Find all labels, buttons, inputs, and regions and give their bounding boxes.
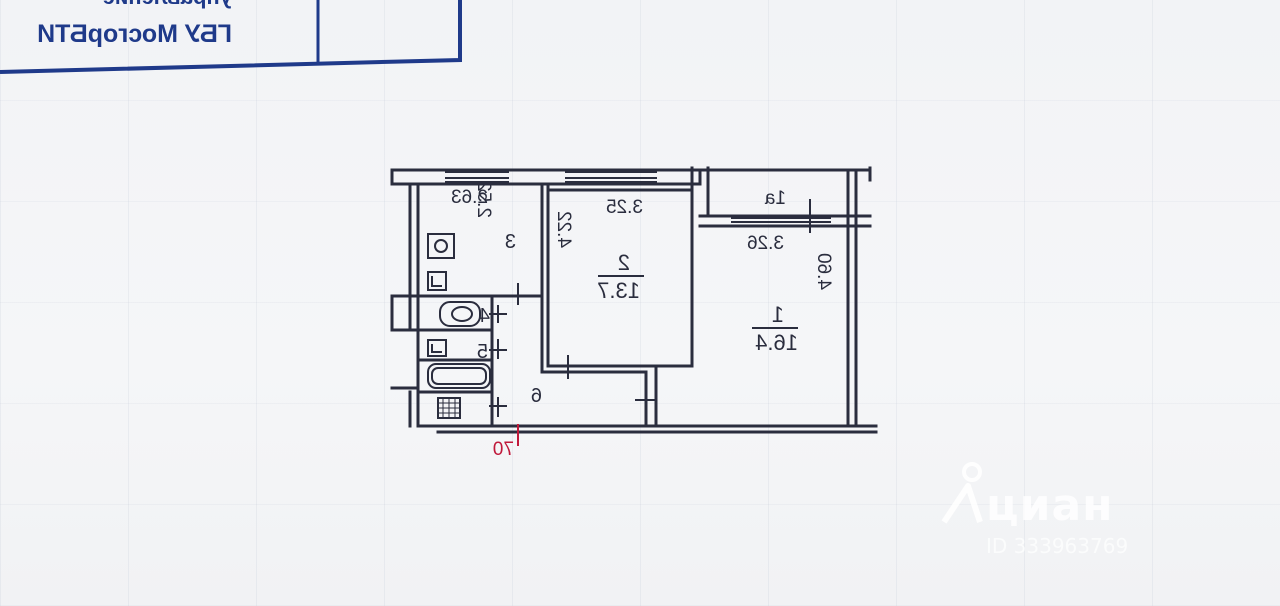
- top-wall-caps: [390, 166, 872, 186]
- room-1-area: 16.4: [755, 330, 798, 355]
- bath-block: [416, 294, 544, 428]
- water-heater-icon: [427, 339, 447, 357]
- cian-logo-icon: [941, 462, 983, 524]
- left-wall-stubs: [390, 294, 420, 390]
- right-wall: [846, 170, 858, 428]
- watermark-id: ID 333963769: [986, 534, 1129, 558]
- room-1-number: 1: [772, 302, 784, 327]
- room-2-area: 13.7: [597, 278, 640, 303]
- room-6-number: 6: [531, 385, 542, 407]
- room6-partition: [644, 364, 658, 428]
- red-annotation: 70: [493, 439, 514, 460]
- sink-icon: [427, 233, 455, 259]
- window-2: [565, 171, 657, 183]
- left-wall-upper: [408, 182, 420, 300]
- room2-walls: [540, 188, 694, 374]
- stamp-partial-text: управление: [103, 0, 232, 9]
- room-labels: 3 2.52 2.63 3.25 4.22 2 13.7: [451, 181, 834, 460]
- room-2-height: 4.22: [553, 211, 574, 248]
- stamp-box: ГБУ МосгорБТИ управление: [0, 0, 462, 74]
- dim-2-63: 2.63: [451, 187, 488, 208]
- room-1a-number: 1a: [764, 188, 786, 209]
- top-wall: [390, 168, 872, 186]
- stamp-org-text: ГБУ МосгорБТИ: [37, 20, 232, 48]
- window-1: [731, 217, 831, 223]
- bathtub-icon: [427, 363, 491, 389]
- walls: [390, 166, 878, 434]
- water-heater-icon: [427, 271, 447, 291]
- stamp-border: [0, 0, 462, 74]
- window-3: [445, 171, 509, 183]
- left-wall-lower: [408, 296, 420, 428]
- toilet-icon: [439, 301, 481, 327]
- room-2-number: 2: [618, 250, 630, 275]
- fixtures: [427, 233, 491, 419]
- stove-icon: [437, 397, 461, 419]
- door-ticks: [489, 199, 821, 417]
- dim-3-26: 3.26: [747, 233, 784, 254]
- room-1-height: 4.60: [813, 253, 834, 290]
- room-4-number: 4: [479, 305, 490, 327]
- room-3-height: 2.52: [473, 181, 494, 218]
- watermark-brand: циан: [986, 480, 1114, 531]
- room-3-number: 3: [505, 231, 516, 253]
- room-5-number: 5: [477, 341, 488, 363]
- dim-3-25: 3.25: [606, 197, 643, 218]
